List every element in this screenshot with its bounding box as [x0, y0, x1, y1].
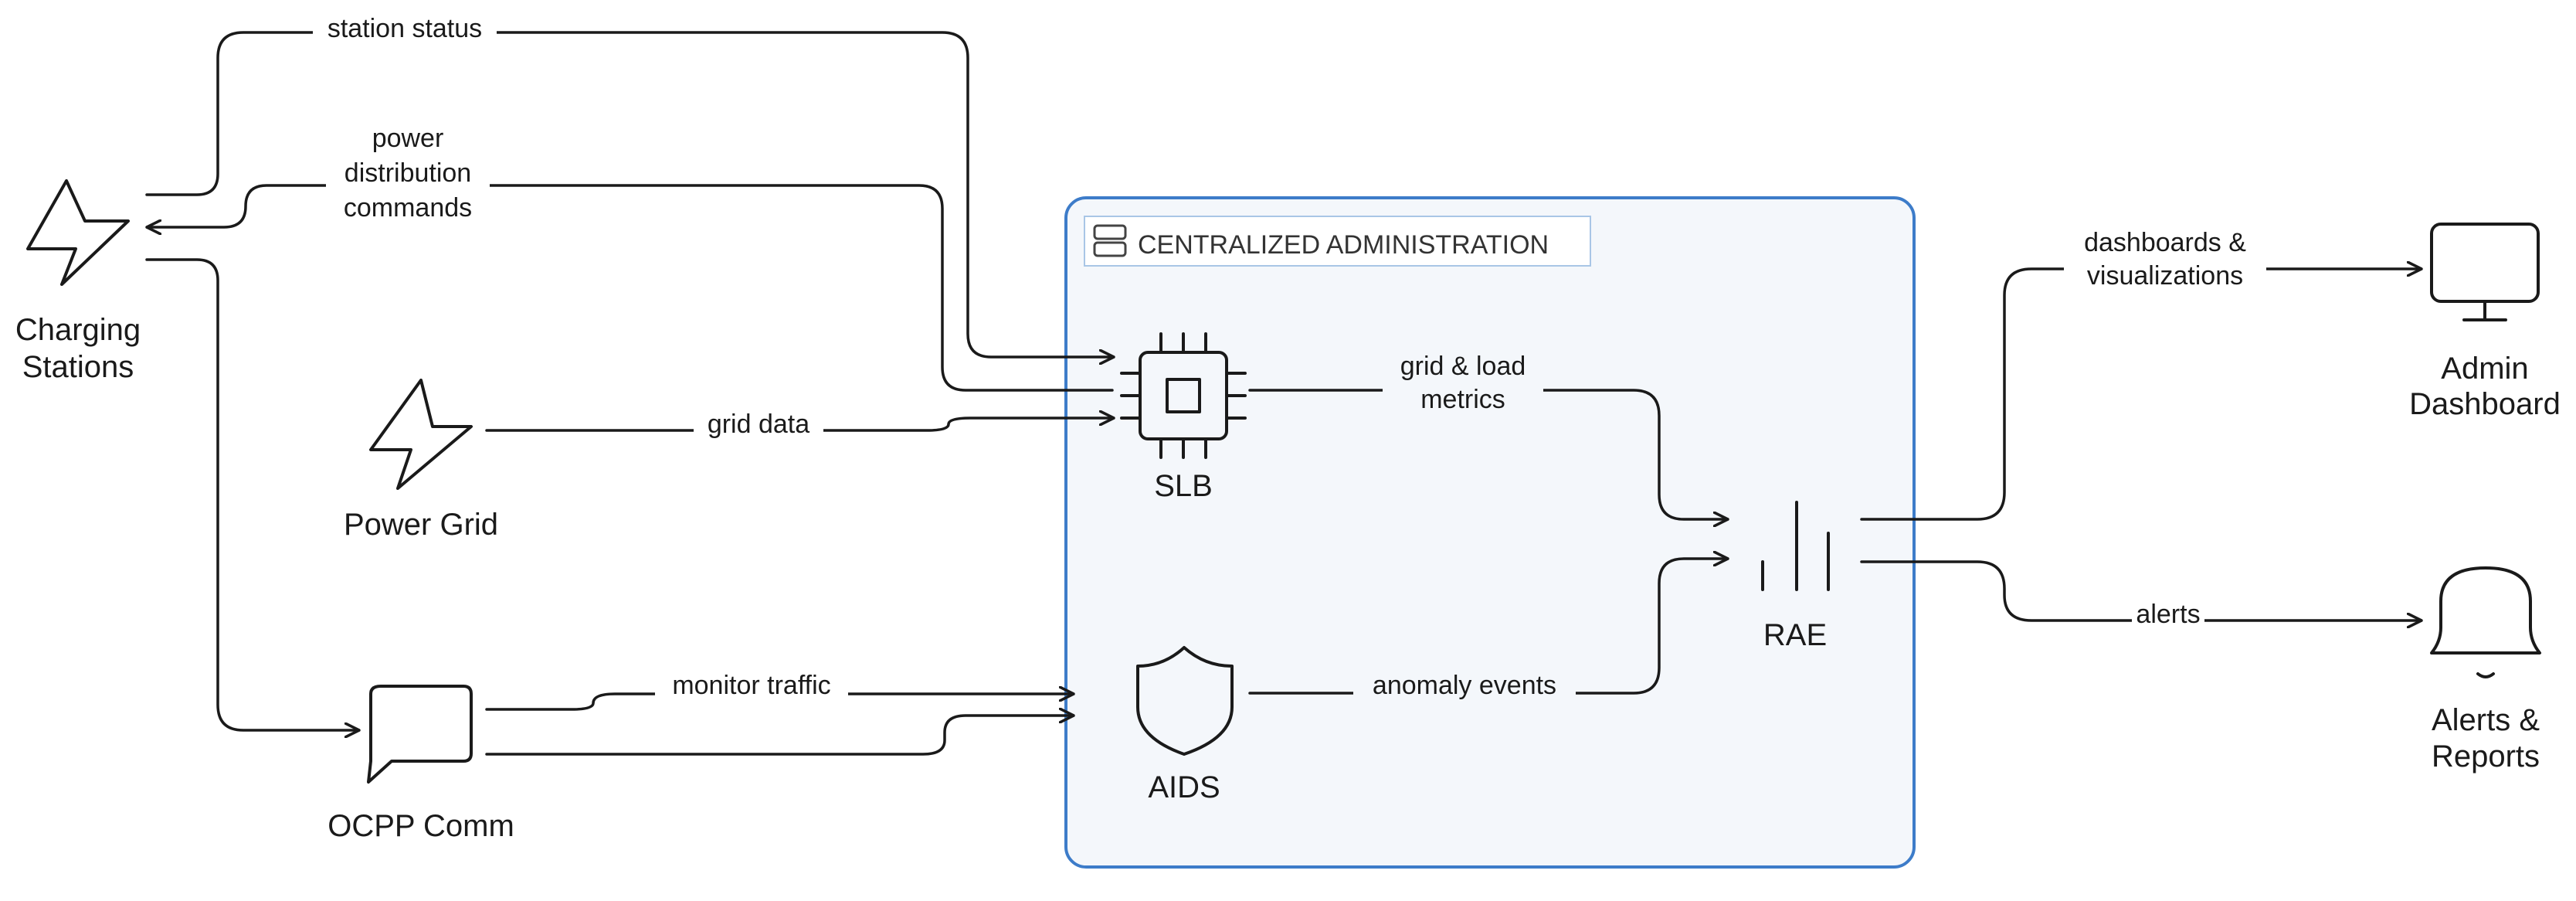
bar-chart-icon [1761, 501, 1830, 591]
group-title-box [1084, 216, 1591, 267]
node-power-grid: Power Grid [344, 379, 498, 542]
label-power-distribution: power distribution commands [326, 121, 490, 223]
admin-dashboard-label-line2: Dashboard [2409, 387, 2561, 421]
node-rae: RAE [1761, 501, 1830, 652]
svg-text:anomaly events: anomaly events [1373, 671, 1556, 700]
node-slb: SLB [1120, 332, 1247, 503]
edge-charging-to-ocpp [145, 258, 361, 730]
edge-labels: station status power distribution comman… [313, 14, 2266, 702]
node-admin-dashboard: Admin Dashboard [2409, 223, 2561, 421]
svg-text:station status: station status [328, 14, 482, 43]
label-anomaly-events: anomaly events [1353, 671, 1576, 702]
svg-text:monitor traffic: monitor traffic [672, 671, 830, 700]
svg-text:alerts: alerts [2136, 600, 2200, 629]
charging-stations-label: Charging [15, 313, 141, 347]
group-container [1064, 196, 1916, 869]
rae-label: RAE [1763, 618, 1827, 652]
monitor-icon [2430, 223, 2540, 321]
bell-icon [2430, 566, 2541, 678]
label-alerts: alerts [2132, 600, 2204, 631]
power-grid-label: Power Grid [344, 508, 498, 542]
svg-text:commands: commands [344, 193, 472, 223]
admin-dashboard-label: Admin [2441, 352, 2528, 386]
label-dashboards: dashboards & visualizations [2064, 223, 2266, 292]
cpu-chip-icon [1120, 332, 1247, 459]
node-aids: AIDS [1136, 646, 1234, 804]
server-icon [1093, 224, 1127, 257]
edge-alerts [1860, 560, 2423, 620]
aids-label: AIDS [1148, 770, 1220, 804]
node-alerts-reports: Alerts & Reports [2430, 566, 2541, 774]
edge-anomaly-events [1248, 559, 1729, 695]
edge-grid-load-metrics [1248, 389, 1729, 519]
alerts-reports-label-line2: Reports [2432, 740, 2540, 774]
lightning-bolt-icon [369, 379, 473, 490]
ocpp-comm-label: OCPP Comm [328, 809, 514, 843]
label-station-status: station status [313, 14, 497, 45]
label-grid-load-metrics: grid & load metrics [1383, 346, 1543, 416]
svg-text:dashboards &: dashboards & [2084, 228, 2246, 257]
svg-text:grid data: grid data [708, 410, 809, 439]
edge-ocpp-to-aids [485, 716, 1075, 756]
lightning-bolt-icon [26, 179, 130, 286]
label-monitor-traffic: monitor traffic [655, 671, 848, 702]
edge-station-status [145, 31, 1115, 357]
slb-label: SLB [1154, 469, 1213, 503]
svg-text:metrics: metrics [1420, 385, 1505, 414]
edge-monitor-traffic [485, 694, 1075, 711]
edge-dashboards [1860, 269, 2423, 521]
label-grid-data: grid data [694, 410, 823, 440]
edge-power-distribution [145, 184, 1114, 392]
charging-stations-label-line2: Stations [22, 350, 134, 384]
svg-text:distribution: distribution [344, 158, 471, 188]
svg-text:grid & load: grid & load [1400, 352, 1526, 381]
edges [145, 31, 2423, 756]
shield-icon [1136, 646, 1234, 756]
node-ocpp-comm: OCPP Comm [328, 685, 514, 843]
speech-bubble-icon [367, 685, 473, 784]
node-charging-stations: Charging Stations [15, 179, 141, 384]
edge-grid-data [485, 418, 1115, 432]
centralized-administration-group: CENTRALIZED ADMINISTRATION [1064, 196, 1916, 869]
svg-text:visualizations: visualizations [2087, 261, 2243, 291]
alerts-reports-label: Alerts & [2432, 703, 2540, 737]
svg-text:power: power [372, 124, 444, 153]
group-title: CENTRALIZED ADMINISTRATION [1138, 230, 1549, 260]
